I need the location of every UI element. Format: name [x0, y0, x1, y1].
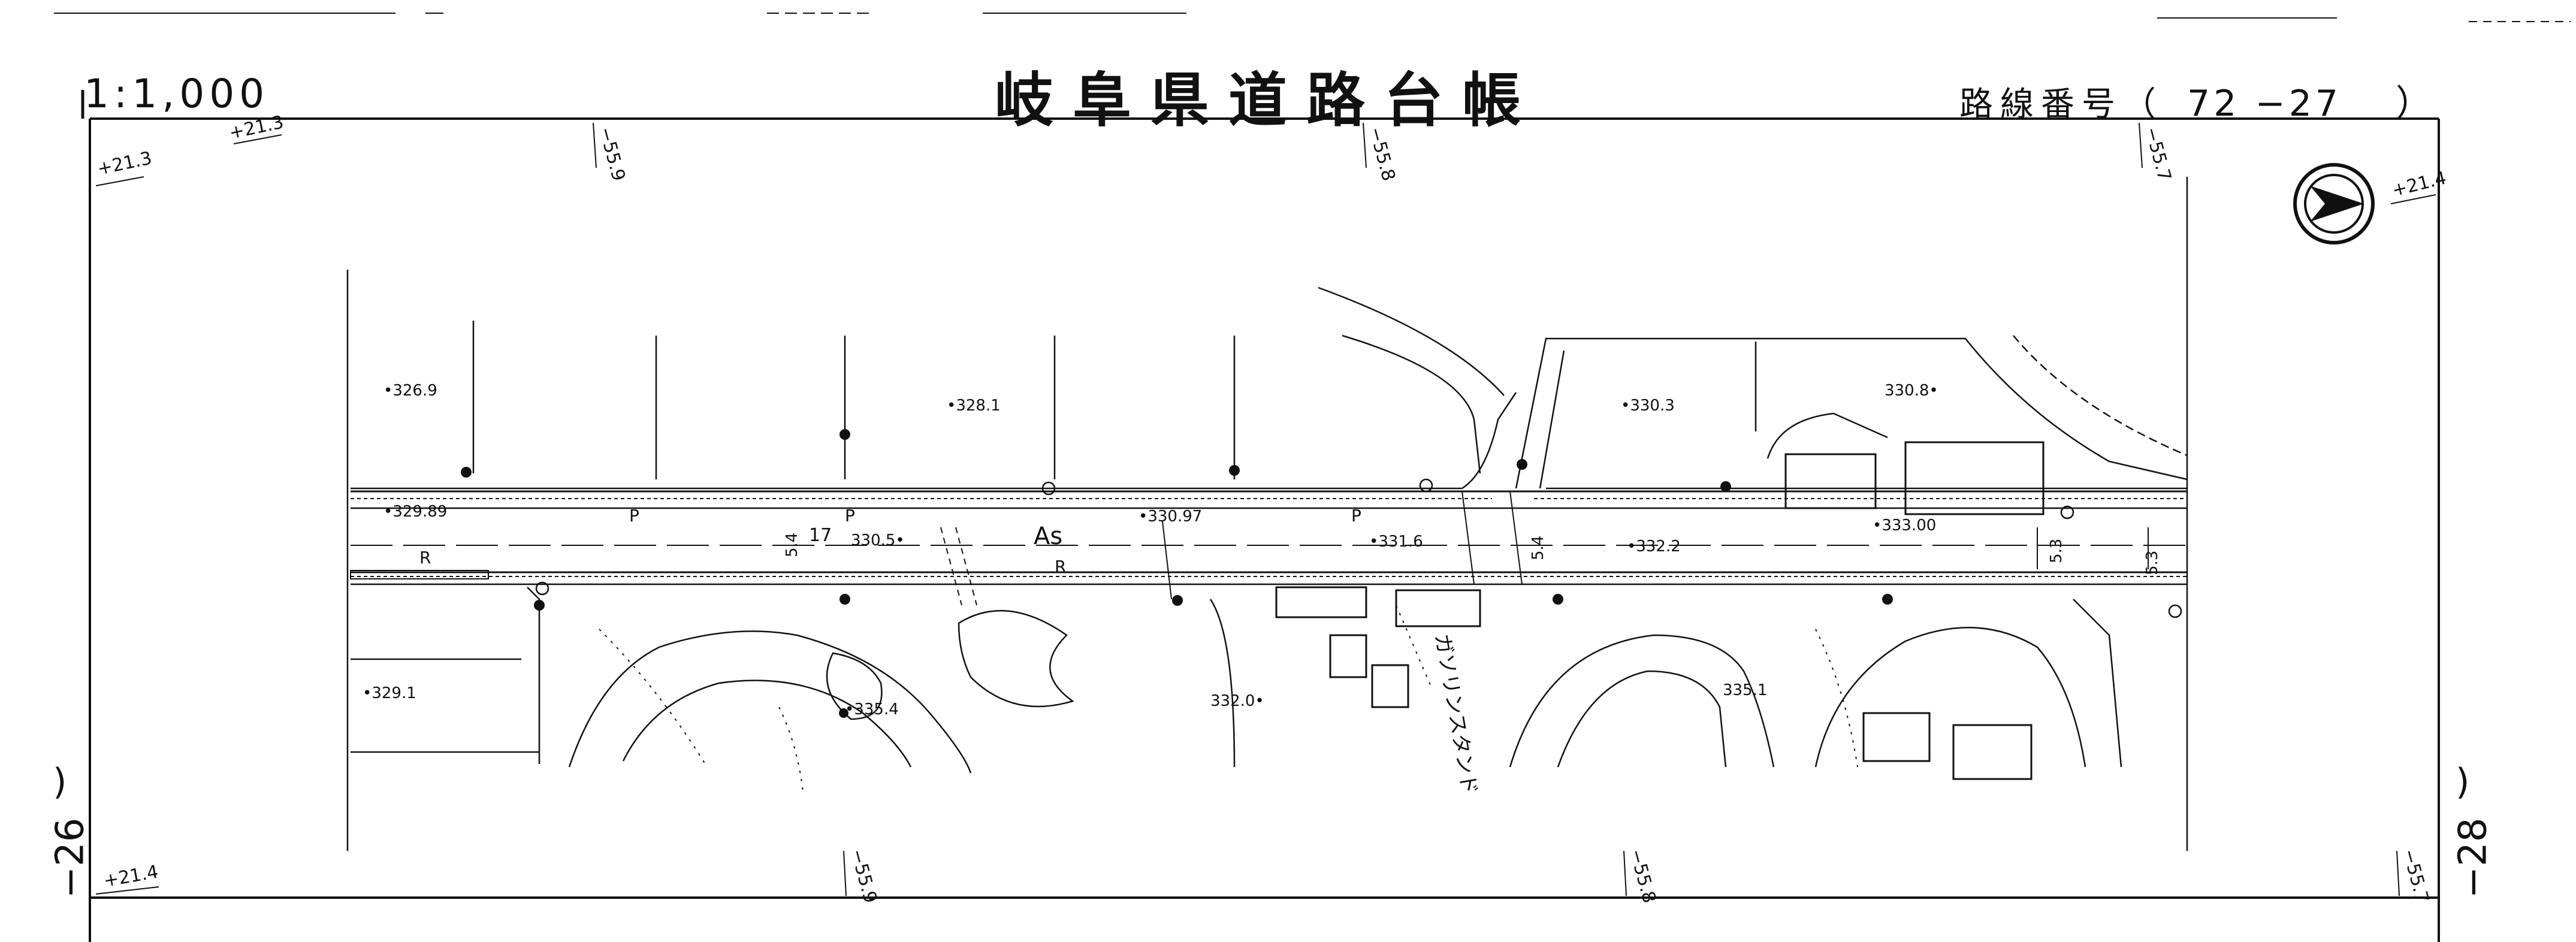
- hydrant-markers: [535, 478, 2182, 618]
- elevation-328-1: •328.1: [947, 397, 1001, 415]
- elevation-335-4: •335.4: [845, 701, 899, 718]
- road-label-r1: R: [419, 548, 431, 567]
- buildings: [1275, 441, 2045, 780]
- width-label-2: 5.4: [1529, 536, 1547, 560]
- elevation-330-3: •330.3: [1621, 397, 1675, 415]
- north-arrow-icon: [2293, 163, 2375, 244]
- elevation-330-5: 330.5•: [851, 532, 905, 550]
- elevation-335-1: 335.1: [1723, 681, 1767, 699]
- road: [350, 490, 2187, 606]
- grid-label-bottom-left: +21.4: [102, 861, 160, 891]
- grid-label-top-1: −55.9: [594, 125, 629, 183]
- grid-label-top-left-b: +21.3: [227, 111, 285, 143]
- sheet-right-paren: ): [2456, 761, 2470, 803]
- elevation-332-2: •332.2: [1627, 538, 1681, 555]
- parking-label-1: P: [629, 506, 639, 526]
- map-title: 岐阜県道路台帳: [995, 66, 1541, 135]
- drawing-frame: [346, 177, 2188, 851]
- top-edge-lines: [54, 13, 2571, 22]
- utility-poles: [461, 429, 1893, 718]
- elevation-326-9: •326.9: [383, 382, 437, 400]
- width-label-1: 5.4: [783, 533, 801, 557]
- elevation-329-89: •329.89: [383, 503, 447, 521]
- map-scale: 1:1,000: [84, 71, 270, 117]
- grid-ticks: [95, 122, 2436, 896]
- marker-17: 17: [809, 525, 832, 546]
- grid-label-top-2: −55.8: [1364, 125, 1399, 183]
- sheet-left-paren: ): [53, 761, 67, 803]
- fences: [599, 605, 1858, 792]
- grid-label-top-left-a: +21.3: [95, 147, 153, 179]
- width-label-4: 5.3: [2143, 551, 2161, 575]
- parking-label-2: P: [845, 506, 855, 526]
- road-label-r2: R: [1055, 557, 1066, 576]
- grid-label-top-3: −55.7: [2140, 125, 2175, 183]
- elevation-330-97: •330.97: [1138, 508, 1202, 526]
- gas-station-label: ガソリンスタンド: [1430, 632, 1482, 796]
- south-terrain: [351, 587, 2122, 774]
- elevation-333-00: •333.00: [1873, 517, 1936, 535]
- elevation-332-0: 332.0•: [1210, 692, 1264, 710]
- elevation-330-8: 330.8•: [1885, 382, 1938, 400]
- map-frame: [81, 90, 2440, 942]
- width-label-3: 5.3: [2047, 539, 2065, 563]
- parking-label-3: P: [1351, 506, 1361, 526]
- elevation-329-1: •329.1: [363, 684, 416, 702]
- pavement-label: As: [1034, 523, 1062, 550]
- elevation-331-6: •331.6: [1369, 533, 1423, 551]
- north-lots: [351, 286, 2188, 490]
